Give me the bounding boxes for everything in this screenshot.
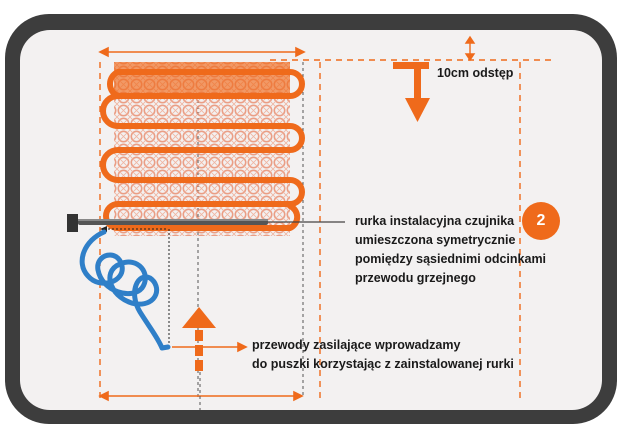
gap-label: 10cm odstęp bbox=[437, 66, 514, 80]
sensor-note-line-2: umieszczona symetrycznie bbox=[355, 233, 516, 247]
supply-note-line-1: przewody zasilające wprowadzamy bbox=[252, 338, 461, 352]
dashed-guides bbox=[99, 59, 555, 398]
supply-pointer-arrow bbox=[172, 341, 248, 353]
bottom-width-arrow bbox=[98, 390, 304, 402]
supply-note-line-2: do puszki korzystając z zainstalowanej r… bbox=[252, 357, 514, 371]
heating-cable bbox=[100, 69, 305, 231]
sensor-note-line-3: pomiędzy sąsiednimi odcinkami bbox=[355, 252, 547, 266]
arrow-up-icon bbox=[182, 307, 216, 371]
sensor-tube bbox=[67, 214, 268, 232]
double-arrow-icon bbox=[464, 35, 476, 62]
supply-cable bbox=[79, 229, 171, 351]
top-width-arrow bbox=[98, 46, 306, 58]
sensor-note-line-1: rurka instalacyjna czujnika bbox=[355, 214, 515, 228]
arrow-down-icon bbox=[393, 62, 430, 122]
badge-icon: 2 bbox=[522, 202, 560, 240]
sensor-note-line-4: przewodu grzejnego bbox=[355, 271, 476, 285]
